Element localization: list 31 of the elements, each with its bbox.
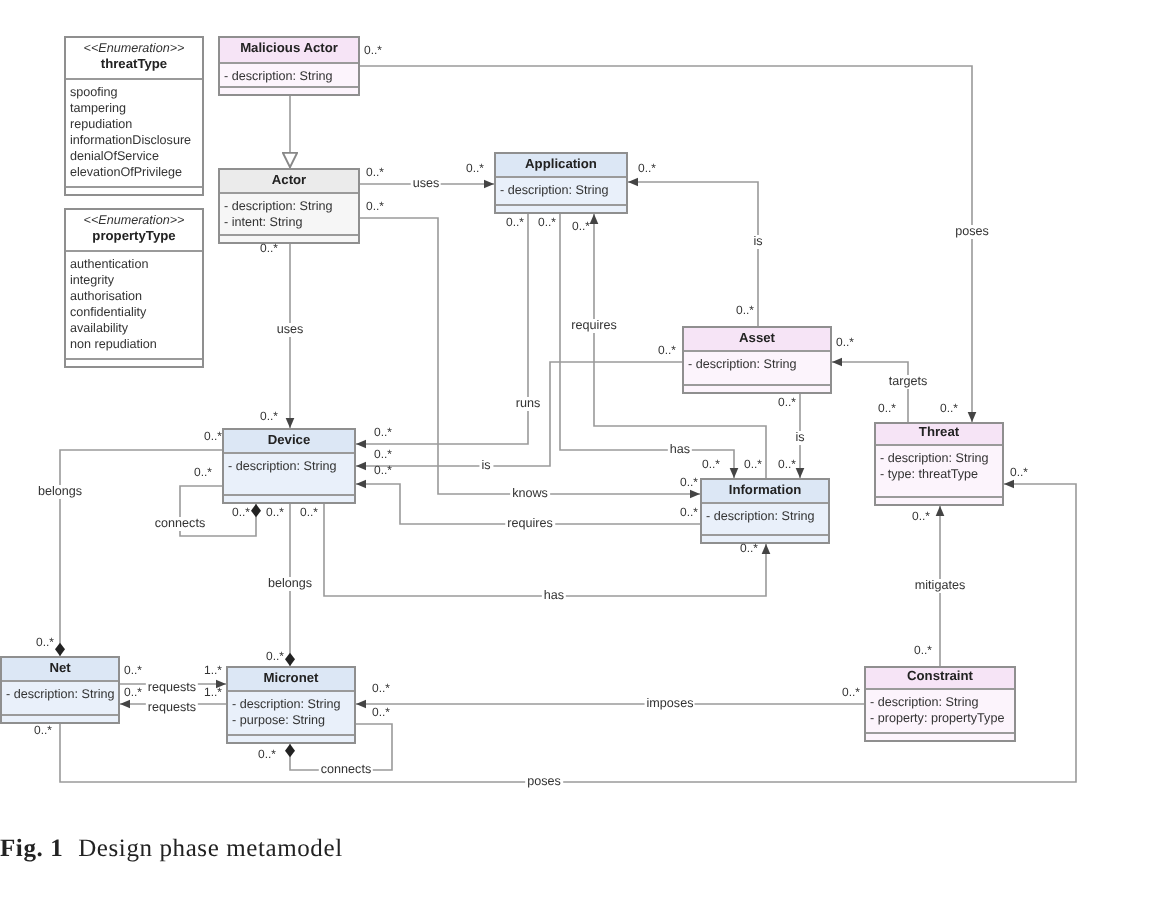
enumeration-box	[64, 36, 204, 196]
association-arrow	[355, 213, 529, 449]
association-arrow	[355, 361, 683, 471]
composition-line	[285, 503, 295, 667]
class-box	[226, 666, 356, 744]
association-arrow	[589, 213, 767, 479]
class-box	[0, 656, 120, 724]
association-arrow	[359, 179, 495, 189]
figure-caption: Fig. 1 Design phase metamodel	[0, 834, 343, 864]
association-arrow	[627, 177, 759, 327]
class-box	[218, 168, 360, 244]
enumeration-box	[64, 208, 204, 368]
association-arrow	[323, 503, 771, 597]
association-arrow	[559, 213, 739, 479]
composition-line	[55, 449, 223, 657]
class-box	[700, 478, 830, 544]
class-box	[682, 326, 832, 394]
association-arrow	[831, 357, 909, 423]
class-box	[874, 422, 1004, 506]
composition-line	[179, 485, 261, 537]
association-arrow	[795, 393, 805, 479]
association-arrow	[355, 699, 865, 709]
association-arrow	[285, 243, 295, 429]
association-arrow	[359, 65, 977, 423]
class-box	[222, 428, 356, 504]
association-arrow	[359, 217, 701, 499]
inheritance-arrow	[281, 95, 299, 169]
association-arrow	[935, 505, 945, 667]
class-box	[218, 36, 360, 96]
class-box	[864, 666, 1016, 742]
class-box	[494, 152, 628, 214]
